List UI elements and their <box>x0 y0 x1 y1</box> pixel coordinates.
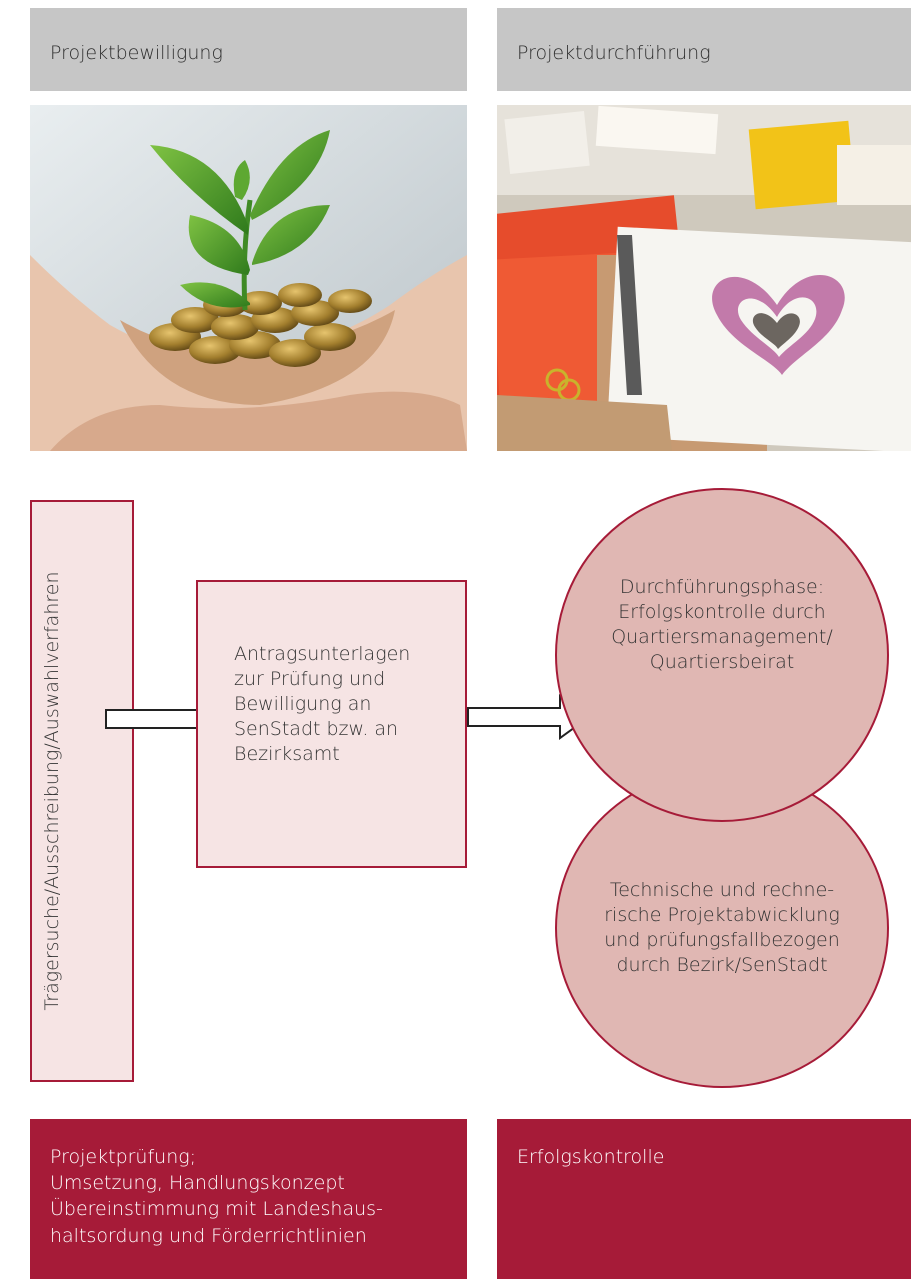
heart-card-image <box>497 105 911 451</box>
circle-durchfuehrungsphase: Durchführungsphase: Erfolgskontrolle dur… <box>555 488 889 822</box>
photo-plant-coins <box>30 105 467 451</box>
circle-top-line-1: Durchführungsphase: <box>619 575 825 598</box>
header-left-title: Projektbewilligung <box>50 42 223 64</box>
footer-erfolgskontrolle: Erfolgskontrolle <box>497 1119 911 1279</box>
circle-bottom-line-1: Technische und rechne- <box>609 878 835 901</box>
middle-line-3: Bewilligung an <box>234 693 372 716</box>
middle-line-2: zur Prüfung und <box>234 668 386 691</box>
circle-top-line-3: Quartiersmanagement/ <box>611 626 833 648</box>
footer-projektpruefung: Projektprüfung; Umsetzung, Handlungskonz… <box>30 1119 467 1279</box>
plant-coins-image <box>30 105 467 451</box>
circle-bottom-line-2: rische Projektabwicklung <box>604 903 840 926</box>
footer-left-line-2: Umsetzung, Handlungskonzept <box>50 1172 345 1195</box>
header-right-title: Projektdurchführung <box>517 42 711 64</box>
footer-left-line-4: haltsordung und Förderrichtlinien <box>50 1224 367 1247</box>
header-projektbewilligung: Projektbewilligung <box>30 8 467 91</box>
footer-right-title: Erfolgskontrolle <box>517 1146 665 1168</box>
circle-bottom-line-4: durch Bezirk/SenStadt <box>616 954 828 977</box>
footer-left-line-3: Übereinstimmung mit Landeshaus- <box>50 1198 383 1221</box>
circle-top-line-2: Erfolgskontrolle durch <box>618 600 826 623</box>
header-projektdurchfuehrung: Projektdurchführung <box>497 8 911 91</box>
process-box-traegersuche <box>30 500 134 1082</box>
middle-line-4: SenStadt bzw. an <box>234 718 399 741</box>
vertical-label-traegersuche: Trägersuche/Ausschreibung/Auswahlverfahr… <box>41 571 63 1011</box>
process-box-antragsunterlagen: Antragsunterlagen zur Prüfung und Bewill… <box>196 580 467 868</box>
middle-line-5: Bezirksamt <box>234 743 340 766</box>
photo-heart-card <box>497 105 911 451</box>
footer-left-line-1: Projektprüfung; <box>50 1146 197 1168</box>
circle-top-line-4: Quartiersbeirat <box>649 651 795 674</box>
middle-line-1: Antragsunterlagen <box>234 643 411 665</box>
circle-bottom-line-3: und prüfungsfallbezogen <box>604 929 840 951</box>
